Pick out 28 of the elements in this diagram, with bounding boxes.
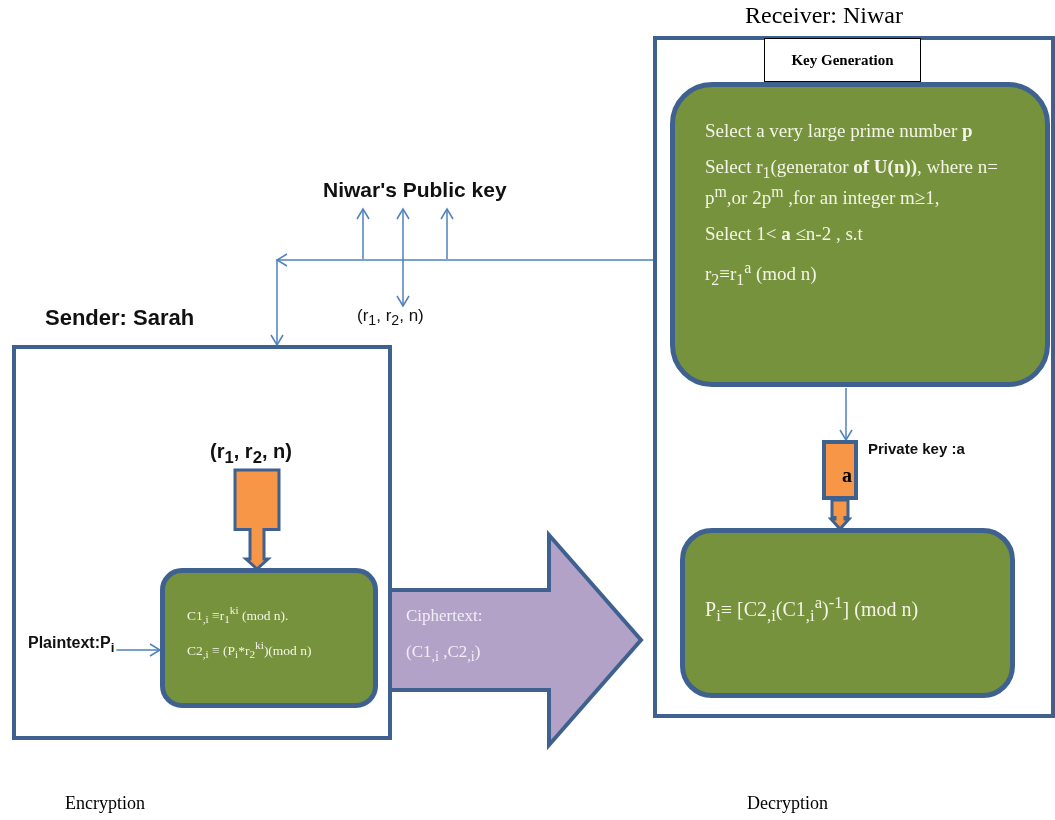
section-label: Encryption <box>65 793 145 814</box>
process-box <box>680 528 1015 698</box>
key-label: Plaintext:P$_{i}$ <box>28 634 115 664</box>
formula-text: C2$_{,i}$ ≡ (P$_{i}$*r$_{2}$$^{ki}$)(mod n) <box>187 638 313 662</box>
arrow <box>356 208 370 260</box>
arrow <box>839 387 853 441</box>
key-label: (r$_{1}$, r$_{2}$, n) <box>210 440 292 470</box>
formula-text: P$_{i}$≡ [C2$_{,i}$(C1$_{,i}$$^{a}$)$^{-1}$] (mod n) <box>705 593 920 627</box>
panel-heading: Sender: Sarah <box>45 305 195 331</box>
key-label: Niwar's Public key <box>323 178 507 208</box>
formula-text: r$_{2}$≡r$_{1}$$^{a}$ (mod n) <box>705 258 818 291</box>
arrow <box>396 208 410 307</box>
panel-heading: Receiver: Niwar <box>745 2 903 29</box>
key-caption: Private key :a <box>868 440 965 457</box>
section-tab: Key Generation <box>764 38 921 82</box>
process-box <box>160 568 378 708</box>
formula-text: Select r$_{1}$(generator of U(n)), where n= p$^{m}$,or 2p$^{m}$ ,for an integer m≥1, <box>705 154 999 211</box>
edge-label: Ciphertext: (C1$_{,i}$ ,C2$_{,i}$) <box>406 605 484 667</box>
formula-text: Select a very large prime number p <box>705 119 974 143</box>
key-block: a <box>822 440 858 500</box>
arrow <box>440 208 454 260</box>
key-label: (r$_{1}$, r$_{2}$, n) <box>357 306 424 332</box>
formula-text: C1$_{,i}$ ≡r$_{1}$$^{ki}$ (mod n). <box>187 603 290 627</box>
arrow <box>115 643 161 657</box>
process-box <box>670 82 1050 387</box>
arrow <box>270 253 654 346</box>
formula-text: Select 1< a ≤n-2 , s.t <box>705 222 864 247</box>
section-label: Decryption <box>747 793 828 814</box>
